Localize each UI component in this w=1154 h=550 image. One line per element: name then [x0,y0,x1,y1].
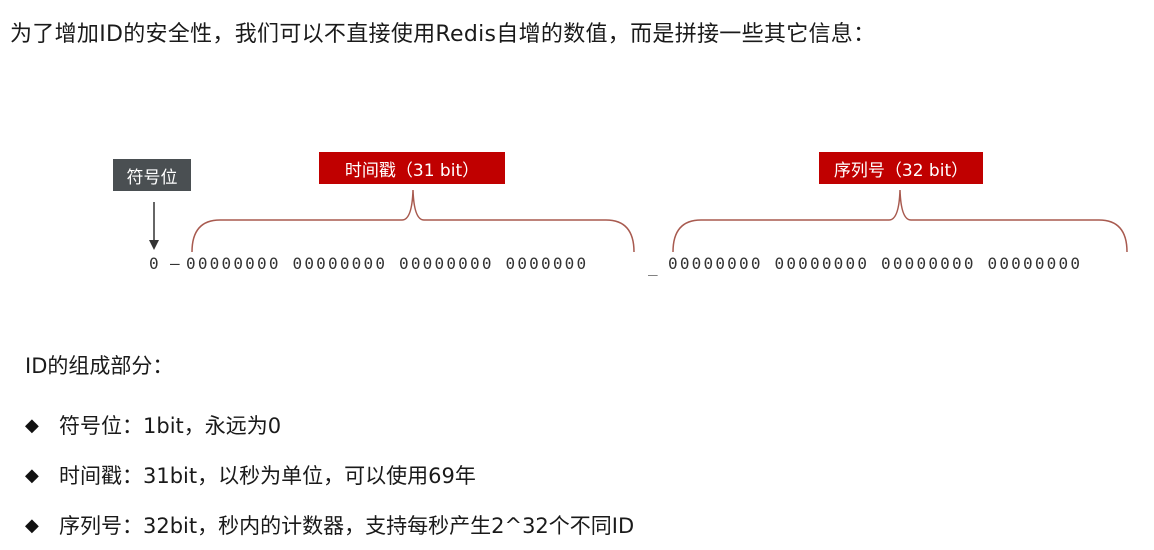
diamond-bullet-icon: ◆ [25,514,39,536]
diamond-bullet-icon: ◆ [25,414,39,436]
sign-bit-label: 符号位 [113,159,191,191]
list-item: ◆ 时间戳：31bit，以秒为单位，可以使用69年 [25,450,634,500]
sign-arrow-icon [149,202,159,250]
timestamp-brace [191,189,635,253]
sequence-label: 序列号（32 bit） [819,152,983,184]
separator-1: – [170,254,180,273]
list-item-text: 序列号：32bit，秒内的计数器，支持每秒产生2^32个不同ID [59,514,635,538]
timestamp-bits: 00000000 00000000 00000000 0000000 [186,254,589,273]
composition-title: ID的组成部分： [25,354,174,378]
intro-text: 为了增加ID的安全性，我们可以不直接使用Redis自增的数值，而是拼接一些其它信… [10,22,876,47]
list-item-text: 符号位：1bit，永远为0 [59,414,282,438]
timestamp-label: 时间戳（31 bit） [319,152,505,184]
composition-list: ◆ 符号位：1bit，永远为0 ◆ 时间戳：31bit，以秒为单位，可以使用69… [25,400,634,550]
diagram-graphics [149,189,1128,253]
separator-2: _ [648,257,658,276]
sequence-brace [672,189,1128,253]
sequence-bits: 00000000 00000000 00000000 00000000 [668,254,1083,273]
list-item-text: 时间戳：31bit，以秒为单位，可以使用69年 [59,464,476,488]
list-item: ◆ 符号位：1bit，永远为0 [25,400,634,450]
id-structure-diagram: 符号位 时间戳（31 bit） 序列号（32 bit） 0 – 00000000… [0,140,1154,290]
list-item: ◆ 序列号：32bit，秒内的计数器，支持每秒产生2^32个不同ID [25,500,634,550]
diamond-bullet-icon: ◆ [25,464,39,486]
sign-bit-value: 0 [149,254,161,273]
